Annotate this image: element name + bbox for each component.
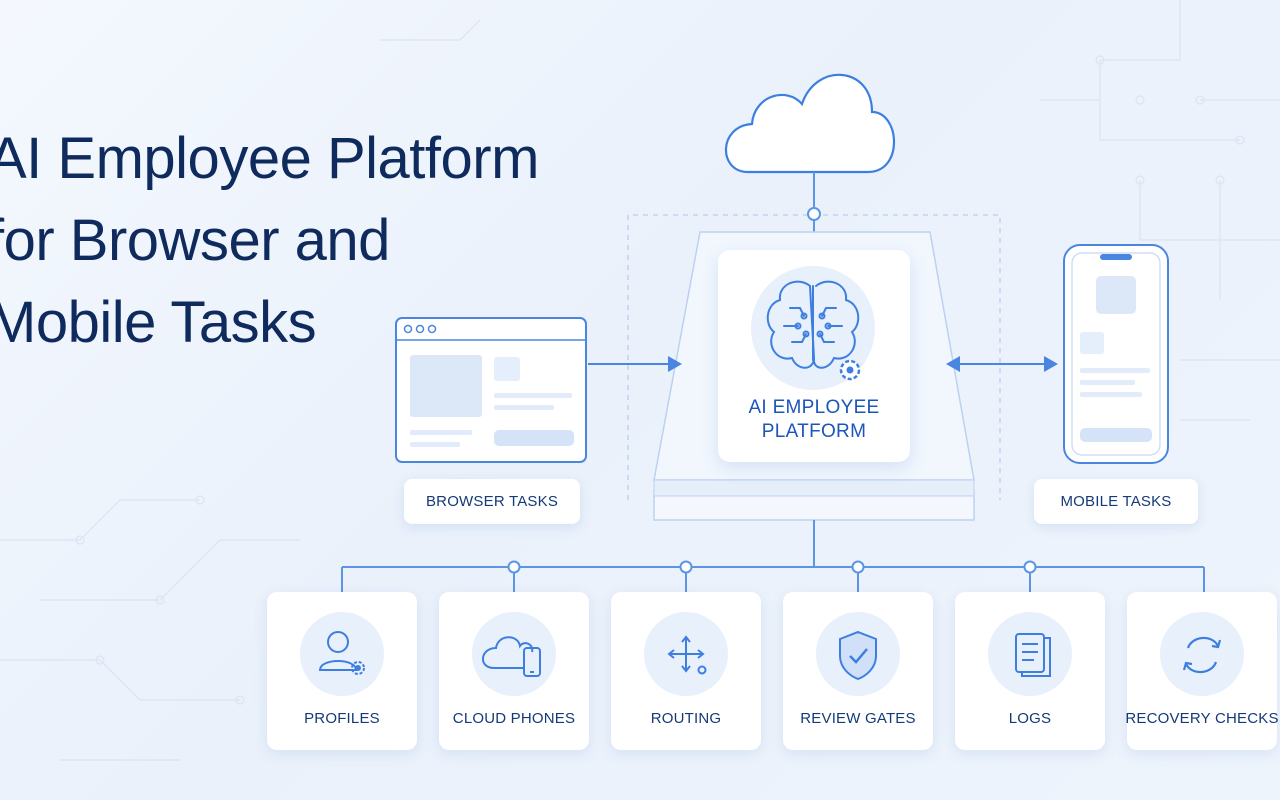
document-list-icon <box>1015 633 1051 677</box>
feature-icon-bg <box>644 612 728 696</box>
feature-label: REVIEW GATES <box>800 710 916 727</box>
feature-card-cloud-phones: CLOUD PHONES <box>439 592 589 750</box>
page-title: AI Employee Platform for Browser and Mob… <box>0 118 660 364</box>
feature-label: ROUTING <box>650 710 722 727</box>
feature-icon-bg <box>816 612 900 696</box>
feature-connectors <box>341 520 1205 594</box>
browser-tasks-label: BROWSER TASKS <box>404 479 580 524</box>
cloud-phone-icon <box>482 636 541 677</box>
smartphone-icon <box>1063 244 1169 464</box>
feature-icon-bg <box>988 612 1072 696</box>
feature-icon-bg <box>300 612 384 696</box>
feature-card-recovery-checks: RECOVERY CHECKS <box>1125 592 1278 750</box>
title-line-3: Mobile Tasks <box>0 290 317 355</box>
circuit-decoration <box>0 0 1280 761</box>
mobile-tasks-label: MOBILE TASKS <box>1034 479 1198 524</box>
platform-label-line-2: PLATFORM <box>761 421 867 442</box>
platform-label: AI EMPLOYEE PLATFORM <box>718 396 910 444</box>
platform-card: AI EMPLOYEE PLATFORM <box>718 250 910 462</box>
title-line-2: for Browser and <box>0 208 390 273</box>
feature-card-profiles: PROFILES <box>267 592 417 750</box>
feature-card-review-gates: REVIEW GATES <box>783 592 933 750</box>
feature-label: RECOVERY CHECKS <box>1125 710 1279 727</box>
gear-icon <box>839 359 861 381</box>
feature-icon-bg <box>1160 612 1244 696</box>
routing-arrows-icon <box>667 635 707 675</box>
title-line-1: AI Employee Platform <box>0 126 539 191</box>
brain-gear-icon <box>751 266 875 390</box>
feature-icon-bg <box>472 612 556 696</box>
feature-card-routing: ROUTING <box>611 592 761 750</box>
feature-label: CLOUD PHONES <box>452 710 576 727</box>
feature-label: PROFILES <box>304 710 380 727</box>
platform-label-line-1: AI EMPLOYEE <box>748 397 880 418</box>
feature-label: LOGS <box>1008 710 1052 727</box>
user-gear-icon <box>318 631 365 675</box>
cloud-icon <box>724 73 896 174</box>
refresh-cycle-icon <box>1182 636 1222 674</box>
browser-window-icon <box>395 317 587 463</box>
shield-check-icon <box>839 630 877 681</box>
feature-card-logs: LOGS <box>955 592 1105 750</box>
